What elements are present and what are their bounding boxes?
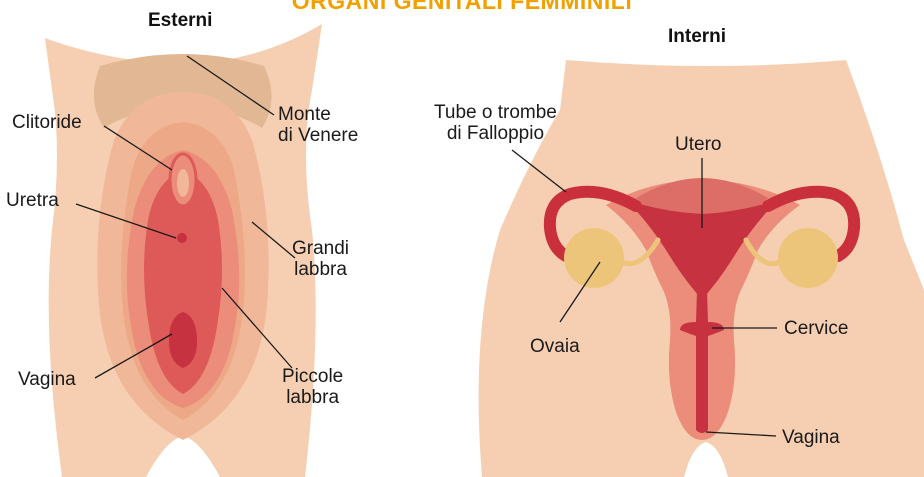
label-vagina-external: Vagina	[18, 369, 76, 390]
label-ovaia: Ovaia	[530, 336, 580, 357]
label-uretra: Uretra	[6, 190, 59, 211]
label-piccole-labbra: Piccole labbra	[282, 366, 343, 408]
label-clitoride: Clitoride	[12, 112, 82, 133]
label-utero: Utero	[675, 134, 721, 155]
internal-header: Interni	[668, 26, 726, 48]
label-cervice: Cervice	[784, 318, 848, 339]
external-illustration	[45, 24, 322, 477]
label-tube-falloppio: Tube o trombe di Falloppio	[434, 102, 557, 144]
vaginal-opening	[169, 312, 197, 368]
urethra-opening	[177, 233, 187, 243]
ovary-right	[778, 228, 838, 288]
label-vagina-internal: Vagina	[782, 427, 840, 448]
label-monte-di-venere: Monte di Venere	[278, 104, 358, 146]
label-grandi-labbra: Grandi labbra	[292, 238, 349, 280]
external-header: Esterni	[148, 10, 212, 32]
ovary-left	[564, 228, 624, 288]
clitoris-glans	[177, 169, 189, 197]
